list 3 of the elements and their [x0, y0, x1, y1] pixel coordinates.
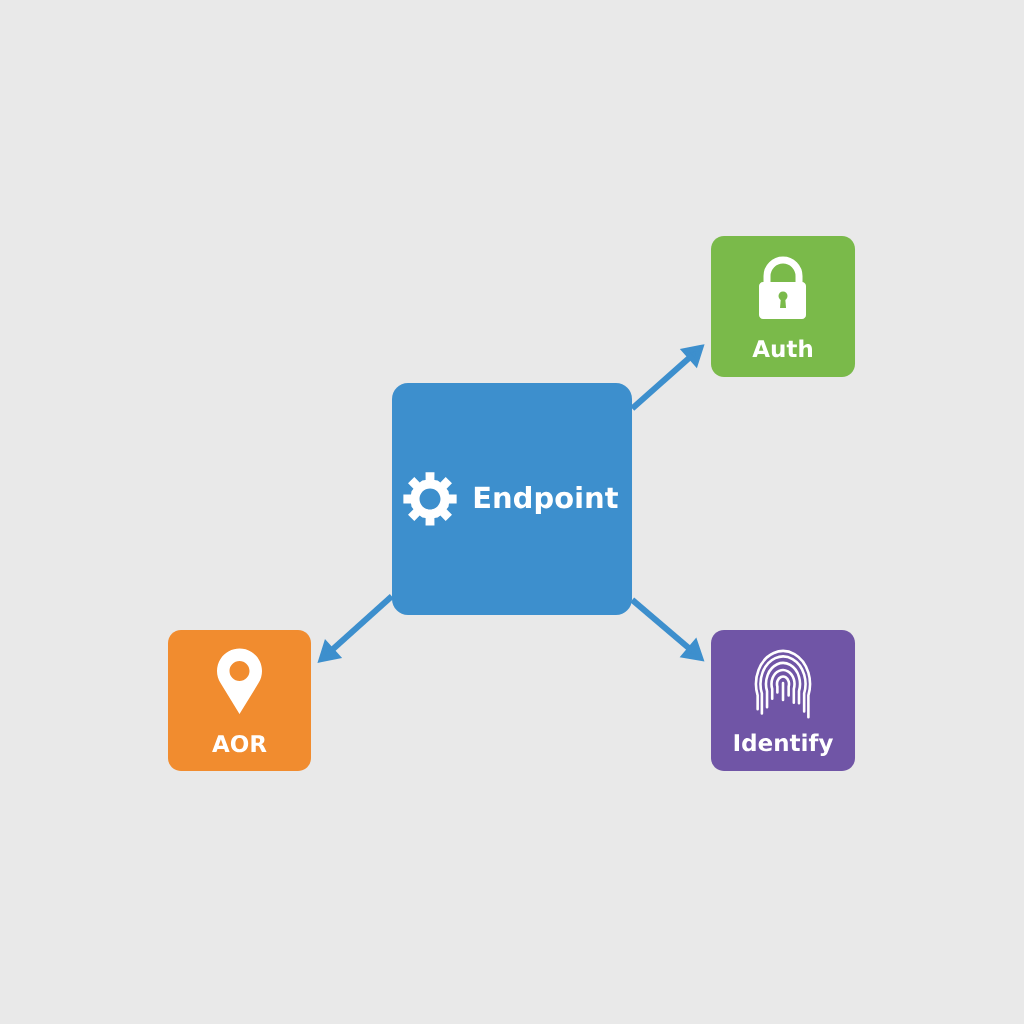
process-box: Identify	[711, 630, 855, 771]
process-box: AOR	[168, 630, 311, 771]
process-box: Endpoint	[392, 383, 632, 615]
